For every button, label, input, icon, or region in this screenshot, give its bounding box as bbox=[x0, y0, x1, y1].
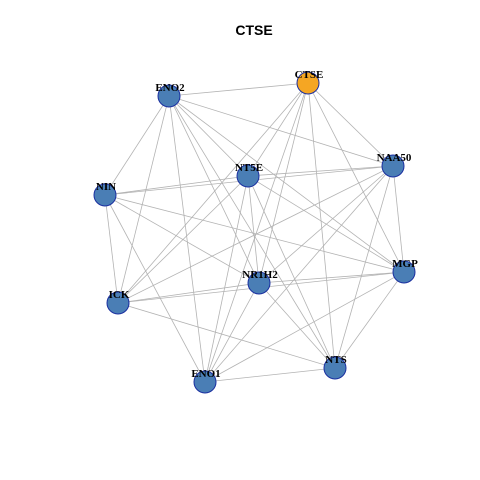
edge-naa50-nts bbox=[334, 165, 394, 369]
node-nin[interactable]: NIN bbox=[93, 181, 117, 207]
edge-nt5e-nts bbox=[247, 175, 336, 369]
edge-ick-nr1h2 bbox=[117, 282, 260, 304]
edge-ctse-nr1h2 bbox=[258, 82, 309, 284]
edge-nin-mgp bbox=[104, 194, 405, 273]
edge-naa50-ick bbox=[117, 165, 394, 304]
node-label-nts: NTS bbox=[325, 354, 346, 366]
node-label-naa50: NAA50 bbox=[377, 152, 412, 164]
edge-eno2-nr1h2 bbox=[168, 95, 260, 284]
edge-ctse-nts bbox=[307, 82, 336, 369]
edge-ctse-nt5e bbox=[247, 82, 309, 177]
edges-layer bbox=[104, 82, 405, 383]
node-label-eno2: ENO2 bbox=[155, 82, 185, 94]
node-nr1h2[interactable]: NR1H2 bbox=[242, 269, 278, 295]
node-circle-nin[interactable] bbox=[93, 183, 117, 207]
node-label-eno1: ENO1 bbox=[191, 368, 220, 380]
node-label-nin: NIN bbox=[96, 181, 116, 193]
edge-ctse-eno1 bbox=[204, 82, 309, 383]
edge-ctse-ick bbox=[117, 82, 309, 304]
edge-naa50-eno1 bbox=[204, 165, 394, 383]
node-circle-mgp[interactable] bbox=[392, 260, 416, 284]
edge-eno2-nt5e bbox=[168, 95, 249, 177]
edge-nt5e-naa50 bbox=[247, 165, 394, 177]
edge-ick-nts bbox=[117, 302, 336, 369]
edge-eno2-ick bbox=[117, 95, 170, 304]
edge-ctse-mgp bbox=[307, 82, 405, 273]
graph-title: CTSE bbox=[235, 22, 272, 38]
node-nts[interactable]: NTS bbox=[323, 354, 347, 380]
node-circle-eno1[interactable] bbox=[193, 370, 217, 394]
node-label-nr1h2: NR1H2 bbox=[242, 269, 278, 281]
edge-eno1-mgp bbox=[204, 271, 405, 383]
edge-nt5e-nr1h2 bbox=[247, 175, 260, 284]
node-ick[interactable]: ICK bbox=[106, 289, 130, 315]
node-circle-ick[interactable] bbox=[106, 291, 130, 315]
node-label-ick: ICK bbox=[109, 289, 130, 301]
node-circle-naa50[interactable] bbox=[381, 154, 405, 178]
edge-naa50-mgp bbox=[392, 165, 405, 273]
edge-eno2-nts bbox=[168, 95, 336, 369]
node-circle-nts[interactable] bbox=[323, 356, 347, 380]
edge-ctse-naa50 bbox=[307, 82, 394, 167]
edge-nr1h2-nts bbox=[258, 282, 336, 369]
edge-eno2-nin bbox=[104, 95, 170, 196]
edge-nin-eno1 bbox=[104, 194, 206, 383]
edge-nin-nr1h2 bbox=[104, 194, 260, 284]
edge-eno2-mgp bbox=[168, 95, 405, 273]
node-circle-nt5e[interactable] bbox=[236, 164, 260, 188]
edge-nt5e-nin bbox=[104, 175, 249, 196]
node-naa50[interactable]: NAA50 bbox=[377, 152, 412, 178]
edge-nt5e-eno1 bbox=[204, 175, 249, 383]
node-circle-eno2[interactable] bbox=[157, 84, 181, 108]
node-eno1[interactable]: ENO1 bbox=[191, 368, 221, 394]
node-eno2[interactable]: ENO2 bbox=[155, 82, 185, 108]
edge-eno1-nr1h2 bbox=[204, 282, 260, 383]
edge-eno2-eno1 bbox=[168, 95, 206, 383]
node-circle-nr1h2[interactable] bbox=[247, 271, 271, 295]
edge-eno2-naa50 bbox=[168, 95, 394, 167]
node-label-nt5e: NT5E bbox=[235, 162, 263, 174]
edge-ctse-eno2 bbox=[168, 82, 309, 97]
edge-nr1h2-mgp bbox=[258, 271, 405, 284]
edge-nin-ick bbox=[104, 194, 119, 304]
node-circle-ctse[interactable] bbox=[296, 71, 320, 95]
edge-eno1-nts bbox=[204, 367, 336, 383]
node-ctse[interactable]: CTSE bbox=[295, 69, 324, 95]
edge-nts-mgp bbox=[334, 271, 405, 369]
node-mgp[interactable]: MGP bbox=[392, 258, 418, 284]
node-nt5e[interactable]: NT5E bbox=[235, 162, 263, 188]
edge-naa50-nr1h2 bbox=[258, 165, 394, 284]
node-label-mgp: MGP bbox=[392, 258, 418, 270]
node-label-ctse: CTSE bbox=[295, 69, 324, 81]
